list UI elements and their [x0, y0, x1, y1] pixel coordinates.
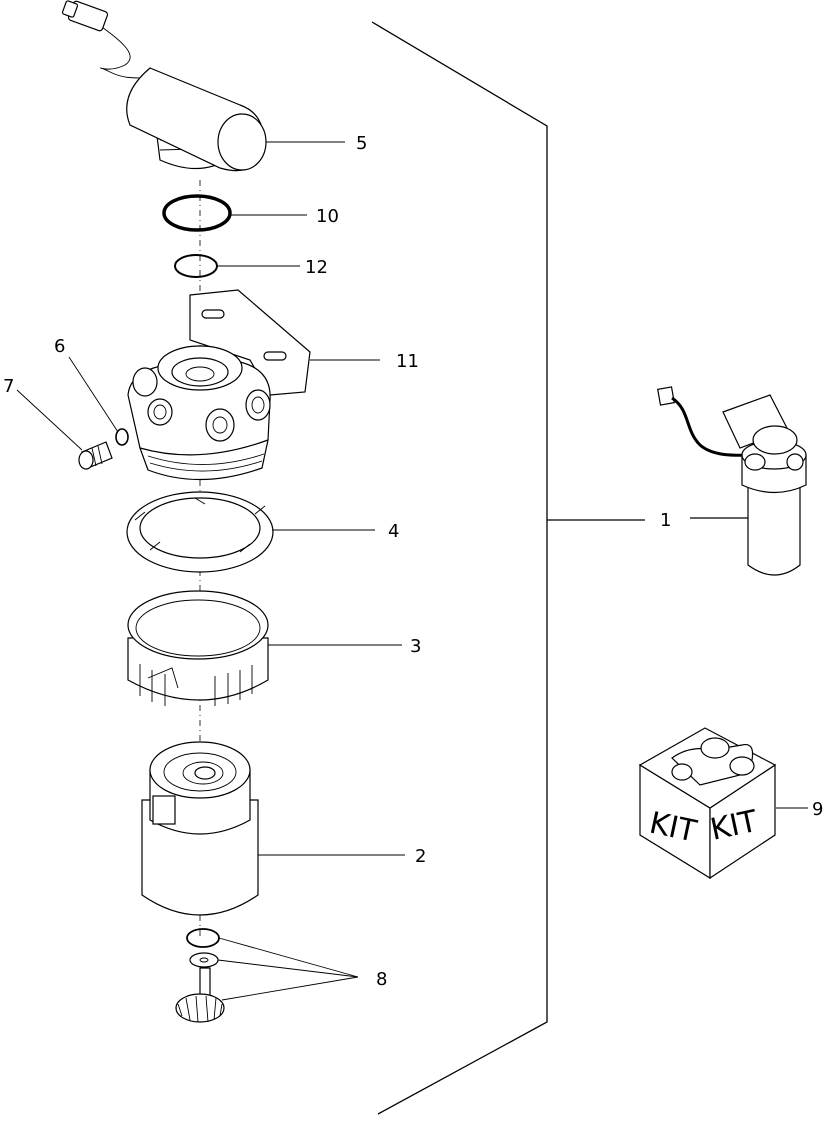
retaining-ring-part — [127, 590, 269, 706]
gasket-part — [126, 491, 274, 573]
leader-lines — [16, 141, 808, 1001]
callout-5: 5 — [356, 133, 367, 154]
callout-6: 6 — [54, 336, 65, 357]
filter-assembly-part — [657, 386, 807, 576]
filter-head-part — [127, 289, 311, 481]
kit-box-part: KIT KIT — [638, 727, 777, 880]
callout-3: 3 — [410, 636, 421, 657]
filter-cartridge-part — [141, 741, 259, 916]
water-sensor-part — [61, 0, 267, 172]
callout-1: 1 — [660, 510, 671, 531]
seal-ring-part — [115, 428, 129, 446]
callout-12: 12 — [305, 257, 328, 278]
callout-10: 10 — [316, 206, 339, 227]
callout-8: 8 — [376, 969, 387, 990]
callout-2: 2 — [415, 846, 426, 867]
small-o-ring-part — [174, 254, 218, 278]
large-o-ring-part — [162, 194, 232, 232]
callout-11: 11 — [396, 351, 419, 372]
callout-4: 4 — [388, 521, 399, 542]
callout-labels: 5 10 12 11 6 7 4 3 2 8 1 9 — [3, 133, 823, 990]
vent-plug-part — [78, 441, 113, 470]
drain-plug-part — [175, 928, 225, 1023]
callout-9: 9 — [812, 799, 823, 820]
assembly-bracket — [371, 21, 752, 1115]
callout-7: 7 — [3, 376, 14, 397]
